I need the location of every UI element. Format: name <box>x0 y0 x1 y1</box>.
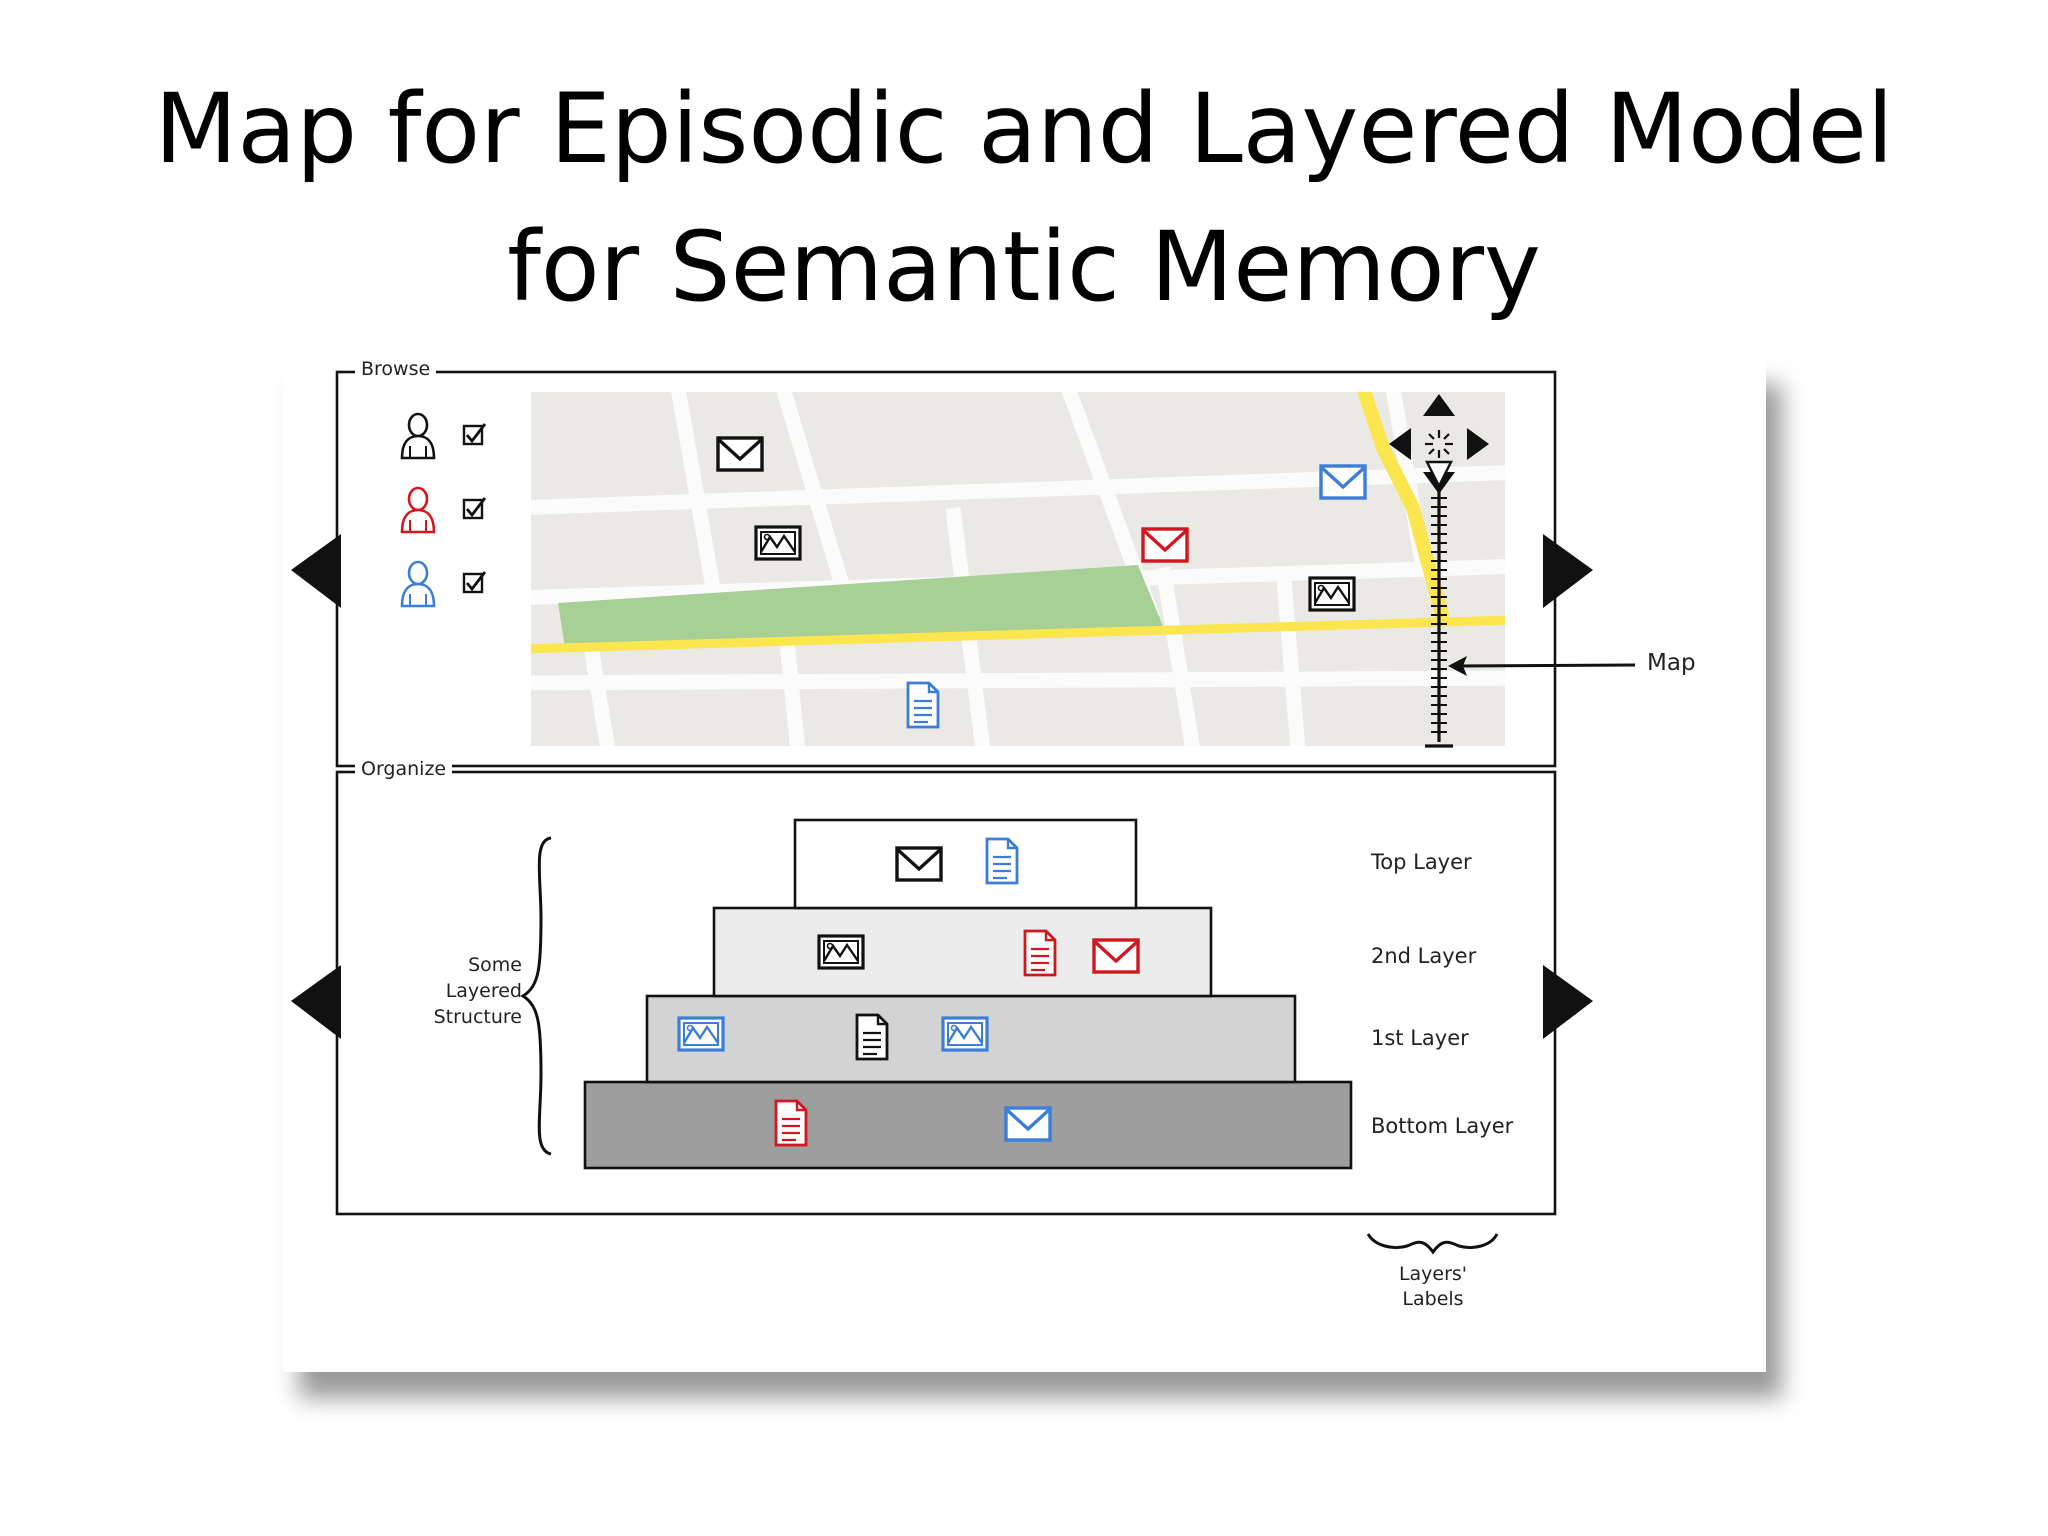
organize-label: Organize <box>355 758 453 780</box>
slide-title: Map for Episodic and Layered Model for S… <box>0 60 2048 336</box>
side-road <box>1356 392 1450 620</box>
wireframe-sketch: Browse Organize Map Some Layered Structu… <box>283 358 1766 1372</box>
layer-label-2nd: 2nd Layer <box>1371 944 1477 968</box>
filter-person-icon-red <box>400 486 436 534</box>
map-photo-icon-black-2[interactable] <box>1308 576 1356 612</box>
filter-checkbox-blue[interactable] <box>462 570 487 594</box>
labels-brace <box>1366 1233 1499 1255</box>
map-annotation-arrow <box>1455 663 1636 668</box>
main-road <box>531 615 1505 654</box>
map-envelope-icon-black[interactable] <box>716 436 764 472</box>
layer-label-1st: 1st Layer <box>1371 1026 1469 1050</box>
zoom-slider[interactable] <box>1425 460 1453 748</box>
browse-label: Browse <box>355 358 437 380</box>
filter-person-icon-blue <box>400 560 436 608</box>
organize-left-arrow[interactable] <box>291 965 341 1039</box>
title-line-2: for Semantic Memory <box>507 211 1541 323</box>
second-photo-icon-black[interactable] <box>817 934 865 970</box>
bottom-envelope-icon-blue[interactable] <box>1004 1106 1052 1142</box>
filter-checkbox-black[interactable] <box>462 422 487 446</box>
first-document-icon-black[interactable] <box>855 1013 889 1061</box>
map-document-icon-blue[interactable] <box>906 681 940 729</box>
browse-left-arrow[interactable] <box>291 534 341 608</box>
title-line-1: Map for Episodic and Layered Model <box>154 73 1894 185</box>
layer-bottom[interactable] <box>583 1080 1353 1170</box>
top-document-icon-blue[interactable] <box>985 837 1019 885</box>
first-photo-icon-blue[interactable] <box>677 1016 725 1052</box>
layer-label-bottom: Bottom Layer <box>1371 1114 1514 1138</box>
structure-brace <box>520 836 552 1156</box>
layers-caption: Layers' Labels <box>1398 1263 1468 1310</box>
second-document-icon-red[interactable] <box>1023 929 1057 977</box>
structure-label: Some Layered Structure <box>433 954 522 1028</box>
filter-checkbox-red[interactable] <box>462 496 487 520</box>
park-area <box>558 565 1163 648</box>
browse-right-arrow[interactable] <box>1543 534 1593 608</box>
pan-control[interactable] <box>1389 394 1489 494</box>
layer-label-top: Top Layer <box>1371 850 1472 874</box>
first-photo-icon-blue-2[interactable] <box>941 1016 989 1052</box>
map-label: Map <box>1647 650 1696 676</box>
map-photo-icon-black[interactable] <box>754 525 802 561</box>
filter-person-icon-black <box>400 412 436 460</box>
map-envelope-icon-blue[interactable] <box>1319 464 1367 500</box>
top-envelope-icon-black[interactable] <box>895 846 943 882</box>
layer-top[interactable] <box>793 818 1138 910</box>
organize-right-arrow[interactable] <box>1543 965 1593 1039</box>
map-view[interactable] <box>513 388 1523 750</box>
bottom-document-icon-red[interactable] <box>774 1099 808 1147</box>
map-envelope-icon-red[interactable] <box>1141 527 1189 563</box>
second-envelope-icon-red[interactable] <box>1092 938 1140 974</box>
